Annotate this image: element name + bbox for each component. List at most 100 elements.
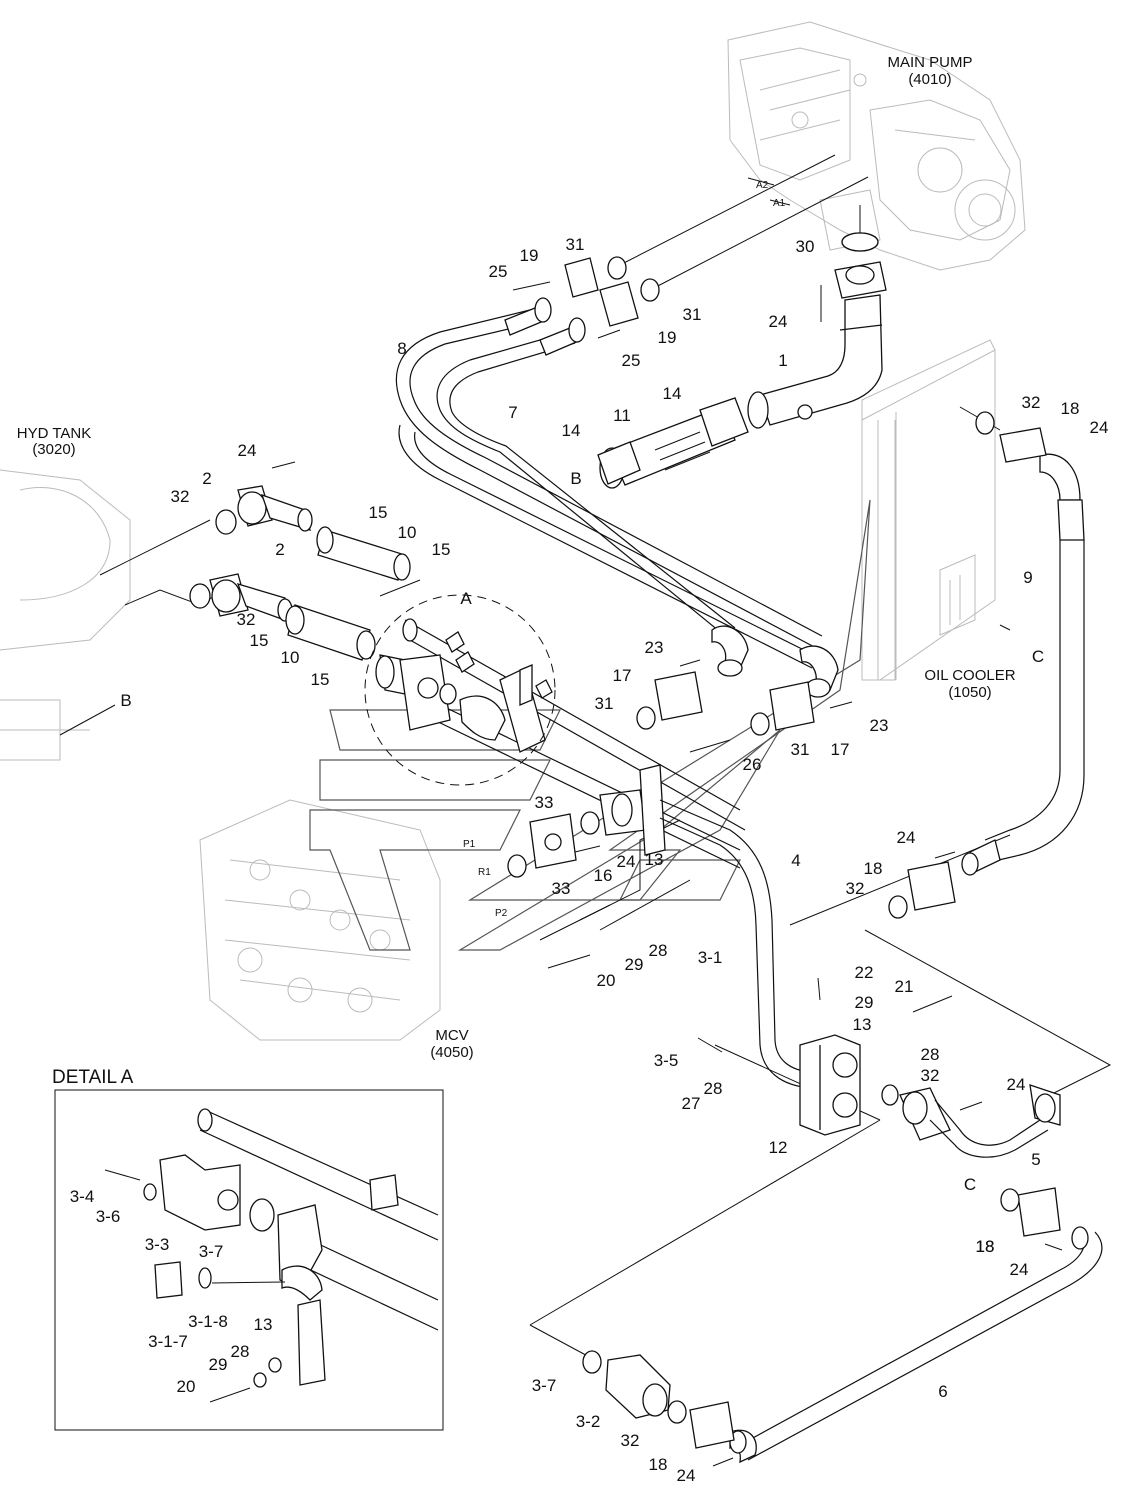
callout-label: 9 (1023, 568, 1032, 587)
callout-label: 17 (831, 740, 850, 759)
detail-callout-label: 3-7 (199, 1242, 224, 1261)
callout-label: 4 (791, 851, 800, 870)
callout-label: 2 (202, 469, 211, 488)
callout-label: 20 (597, 971, 616, 990)
callout-label: 17 (613, 666, 632, 685)
oil-cooler-label: OIL COOLER (924, 667, 1015, 684)
callout-label: 29 (625, 955, 644, 974)
ref-label: C (1032, 647, 1044, 666)
callout-label: 18 (976, 1237, 995, 1256)
tube-assembly-lower (209, 573, 376, 661)
callout-label: 24 (1007, 1075, 1026, 1094)
elbow-fittings-upper (711, 625, 839, 698)
port-labels: A2 A1 P1 R1 P2 (463, 180, 786, 919)
callout-label: 32 (1022, 393, 1041, 412)
hose-6 (729, 1226, 1103, 1464)
callout-label: 22 (855, 963, 874, 982)
detail-callout-label: 29 (209, 1355, 228, 1374)
split-flanges (529, 257, 1061, 1449)
callout-label: 8 (397, 339, 406, 358)
callout-label: 13 (853, 1015, 872, 1034)
callout-label: 32 (921, 1066, 940, 1085)
callout-labels: 1 2 2 3-1 3-5 4 5 6 7 8 9 10 10 11 12 13… (171, 235, 1109, 1474)
oil-cooler-code: (1050) (948, 684, 991, 701)
tube-assembly-upper (237, 485, 411, 581)
callout-label: 18 (864, 859, 883, 878)
hyd-tank-code: (3020) (32, 441, 75, 458)
callout-label: 30 (796, 237, 815, 256)
port-label: P2 (495, 908, 508, 919)
callout-label: 28 (921, 1045, 940, 1064)
detail-callout-labels: 3-4 3-6 3-3 3-7 3-1-8 3-1-7 13 28 29 20 … (70, 1187, 995, 1485)
detail-callout-label: 3-6 (96, 1207, 121, 1226)
hyd-tank-drawing (0, 469, 131, 761)
component-labels: MAIN PUMP (4010) HYD TANK (3020) OIL COO… (17, 54, 1016, 1088)
callout-label: 31 (566, 235, 585, 254)
callout-label: 31 (683, 305, 702, 324)
callout-label: 26 (743, 755, 762, 774)
callout-label: 27 (682, 1094, 701, 1113)
callout-label: 24 (1090, 418, 1109, 437)
callout-label: 15 (369, 503, 388, 522)
callout-label: 23 (870, 716, 889, 735)
callout-label: 14 (663, 384, 682, 403)
callout-label: 28 (704, 1079, 723, 1098)
callout-label: 10 (281, 648, 300, 667)
detail-a-circle (364, 594, 556, 786)
pipe-8 (395, 307, 823, 669)
port-label: A2 (756, 180, 769, 191)
detail-callout-label: 24 (677, 1466, 696, 1485)
detail-callout-label: 28 (231, 1342, 250, 1361)
detail-a-box (54, 1089, 444, 1431)
callout-label: 6 (938, 1382, 947, 1401)
detail-callout-label: 3-1-8 (188, 1312, 228, 1331)
detail-callout-label: 13 (254, 1315, 273, 1334)
detail-callout-label: 32 (621, 1431, 640, 1450)
callout-label: 10 (398, 523, 417, 542)
callout-label: 19 (658, 328, 677, 347)
mcv-drawing (199, 799, 441, 1041)
detail-callout-label: 20 (177, 1377, 196, 1396)
callout-label: 32 (237, 610, 256, 629)
pipe-7 (436, 297, 736, 641)
port-label: A1 (773, 198, 786, 209)
callout-label: 28 (649, 941, 668, 960)
callout-label: 21 (895, 977, 914, 996)
callout-label: 15 (311, 670, 330, 689)
port-label: R1 (478, 867, 491, 878)
main-pump-label: MAIN PUMP (887, 54, 972, 71)
callout-label: 7 (508, 403, 517, 422)
callout-label: 3-1 (698, 948, 723, 967)
callout-label: 33 (552, 879, 571, 898)
ref-label: B (570, 469, 581, 488)
reference-labels: A B B C C (120, 469, 1044, 1194)
detail-callout-label: 18 (976, 1237, 995, 1256)
callout-label: 32 (171, 487, 190, 506)
callout-label: 32 (846, 879, 865, 898)
bolts (271, 281, 1063, 1467)
callout-label: 31 (791, 740, 810, 759)
flange-3-2 (605, 1354, 671, 1419)
detail-callout-label: 3-3 (145, 1235, 170, 1254)
callout-label: 13 (645, 850, 664, 869)
main-pump-drawing (727, 21, 1026, 271)
callout-label: 16 (594, 866, 613, 885)
callout-label: 11 (613, 406, 631, 425)
callout-label: 1 (778, 351, 787, 370)
callout-label: 24 (897, 828, 916, 847)
callout-label: 15 (432, 540, 451, 559)
mcv-code: (4050) (430, 1044, 473, 1061)
callout-label: 18 (649, 1455, 668, 1474)
callout-label: 25 (622, 351, 641, 370)
main-pump-code: (4010) (908, 71, 951, 88)
callout-label: 24 (769, 312, 788, 331)
callout-label: 12 (769, 1138, 788, 1157)
detail-callout-label: 3-7 (532, 1376, 557, 1395)
hyd-tank-label: HYD TANK (17, 425, 91, 442)
mcv-label: MCV (435, 1027, 468, 1044)
flange-block-12 (799, 1034, 861, 1136)
callout-label: 14 (562, 421, 581, 440)
callout-label: 3-5 (654, 1051, 679, 1070)
callout-label: 33 (535, 793, 554, 812)
